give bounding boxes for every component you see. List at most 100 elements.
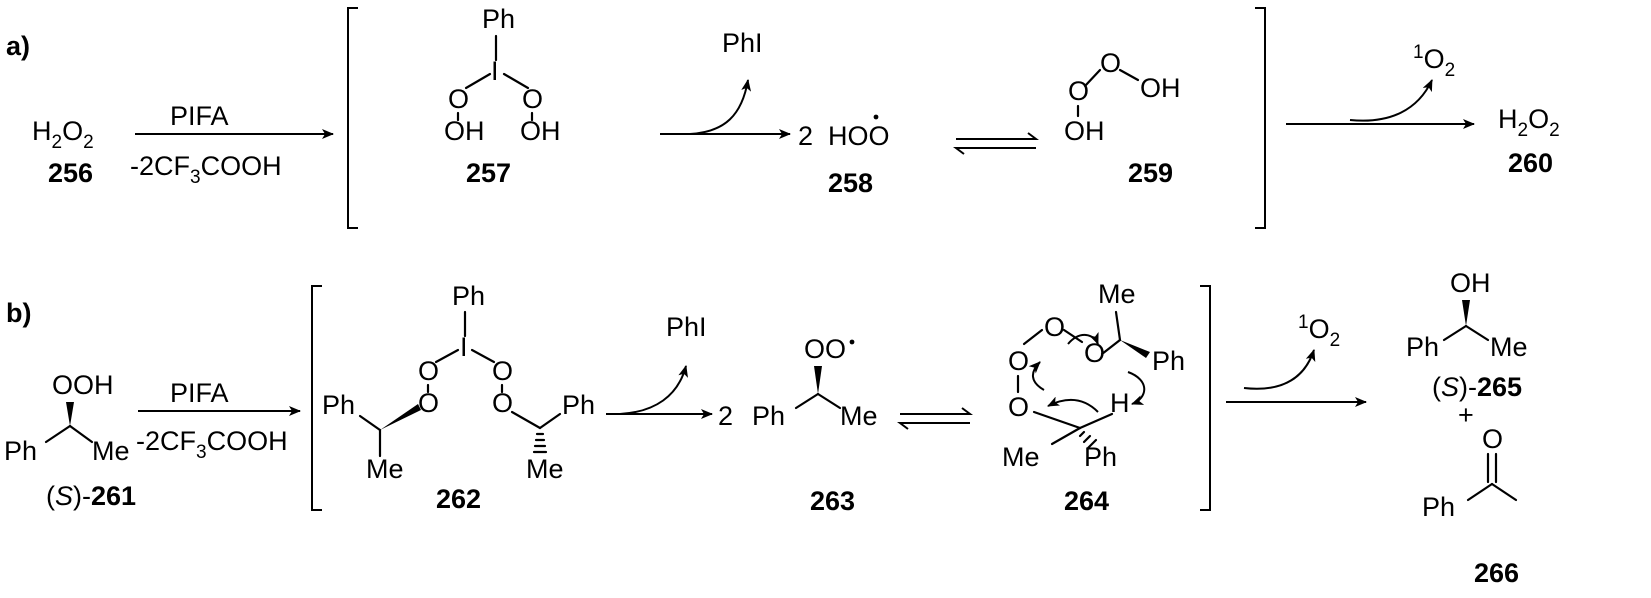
product-265: OH Ph Me (S)-265 <box>1406 268 1528 402</box>
oxygen-label: O <box>1100 48 1121 78</box>
compound-number-264: 264 <box>1064 486 1109 516</box>
phenyl-label: Ph <box>1406 332 1439 362</box>
equilibrium-arrows-a <box>953 132 1039 155</box>
methyl-label: Me <box>526 454 564 484</box>
phenyl-label: Ph <box>482 4 515 34</box>
compound-number-256: 256 <box>48 158 93 188</box>
byproduct-phi-b: PhI <box>666 312 707 342</box>
wedge-bond <box>814 366 822 394</box>
methyl-label: Me <box>1490 332 1528 362</box>
oxygen-label: O <box>492 356 513 386</box>
singlet-oxygen-a: 1O2 <box>1413 42 1455 81</box>
methyl-label: Me <box>1098 279 1136 309</box>
carbonyl-oxygen-label: O <box>1482 424 1503 454</box>
phenyl-label: Ph <box>562 390 595 420</box>
panel-a: a) H2O2 256 PIFA -2CF3COOH Ph I O O OH O… <box>6 4 1560 229</box>
oxygen-label: O <box>492 388 513 418</box>
reagent-pifa-b: PIFA <box>170 378 229 408</box>
intermediate-257: Ph I O O OH OH 257 <box>444 4 561 188</box>
arrow-singlet-oxygen-a: 1O2 <box>1286 42 1475 129</box>
phenyl-label: Ph <box>1084 442 1117 472</box>
curved-release-arrow <box>619 365 688 415</box>
hashed-bond <box>532 432 548 454</box>
compound-number-260: 260 <box>1508 148 1553 178</box>
hydroxyl-label: OH <box>520 116 561 146</box>
curved-release-arrow <box>689 79 752 135</box>
phenyl-label: Ph <box>322 390 355 420</box>
hydroxyl-label: OH <box>444 116 485 146</box>
hydrogen-label: H <box>1110 388 1130 418</box>
wedge-bond <box>380 404 421 430</box>
intermediate-263: 2 OO Ph Me 263 <box>718 334 878 516</box>
coefficient: 2 <box>798 121 813 151</box>
hydroperoxy-label: OOH <box>52 370 114 400</box>
compound-number-265: (S)-265 <box>1432 372 1522 402</box>
compound-number-258: 258 <box>828 168 873 198</box>
methyl-label: Me <box>92 436 130 466</box>
intermediate-264: Me Ph O O O O H Me Ph <box>1002 279 1185 516</box>
oxygen-label: O <box>418 356 439 386</box>
reactant-256-formula: H2O2 <box>32 116 94 153</box>
phenyl-label: Ph <box>752 401 785 431</box>
product-260-formula: H2O2 <box>1498 104 1560 141</box>
methyl-label: Me <box>840 401 878 431</box>
electron-arrow <box>1047 396 1099 413</box>
plus-sign: + <box>1458 400 1474 430</box>
compound-number-261: (S)-261 <box>46 481 136 511</box>
bracket-left-b <box>311 285 322 511</box>
phenyl-label: Ph <box>4 436 37 466</box>
phenyl-label: Ph <box>452 281 485 311</box>
compound-number-262: 262 <box>436 484 481 514</box>
compound-number-263: 263 <box>810 486 855 516</box>
hydroxyl-label: OH <box>1064 116 1105 146</box>
arrow-phi-release-a: PhI <box>660 28 791 139</box>
compound-number-259: 259 <box>1128 158 1173 188</box>
product-266: O Ph 266 <box>1422 424 1519 588</box>
electron-arrow <box>1028 361 1045 391</box>
compound-number-266: 266 <box>1474 558 1519 588</box>
bracket-right-a <box>1255 7 1266 229</box>
radical-dot <box>873 114 879 120</box>
reactant-261: OOH Ph Me (S)-261 <box>4 370 136 511</box>
byproduct-phi-a: PhI <box>722 28 763 58</box>
singlet-oxygen-b: 1O2 <box>1298 312 1340 351</box>
hydroxyl-label: OH <box>1450 268 1491 298</box>
methyl-label: Me <box>366 454 404 484</box>
oxygen-label: O <box>1008 392 1029 422</box>
oxygen-label: O <box>1068 76 1089 106</box>
compound-number-257: 257 <box>466 158 511 188</box>
intermediate-262: Ph I O O O O Ph Me <box>322 281 595 514</box>
electron-arrow <box>1067 331 1099 345</box>
methyl-label: Me <box>1002 442 1040 472</box>
coefficient: 2 <box>718 401 733 431</box>
intermediate-259: O O OH OH 259 <box>1064 48 1181 188</box>
radical-dot <box>849 339 855 345</box>
curved-release-arrow <box>1349 79 1433 122</box>
conditions-a: -2CF3COOH <box>130 151 282 188</box>
oxygen-label: O <box>522 84 543 114</box>
hashed-bond <box>1078 430 1098 450</box>
equilibrium-arrows-b <box>897 407 973 430</box>
hydroxyl-label: OH <box>1140 73 1181 103</box>
hydroperoxyl-radical: HOO <box>828 121 890 151</box>
electron-arrow <box>1127 371 1146 405</box>
panel-b-label: b) <box>6 298 31 328</box>
peroxyl-label: OO <box>804 334 846 364</box>
curved-release-arrow <box>1243 349 1316 390</box>
panel-b: b) OOH Ph Me (S)-261 PIFA -2CF3COOH Ph I… <box>4 268 1528 588</box>
arrow-pifa-b: PIFA -2CF3COOH <box>136 378 301 463</box>
bracket-left-a <box>347 7 358 229</box>
product-260: H2O2 260 <box>1498 104 1560 178</box>
reagent-pifa-a: PIFA <box>170 101 229 131</box>
wedge-bond <box>1120 340 1150 358</box>
arrow-phi-release-b: PhI <box>606 312 713 419</box>
oxygen-label: O <box>1084 338 1105 368</box>
iodine-label: I <box>460 332 468 362</box>
panel-a-label: a) <box>6 31 30 61</box>
oxygen-label: O <box>1008 346 1029 376</box>
intermediate-258: 2 HOO 258 <box>798 114 890 198</box>
reactant-256: H2O2 256 <box>32 116 94 188</box>
arrow-pifa-a: PIFA -2CF3COOH <box>130 101 334 188</box>
oxygen-label: O <box>448 84 469 114</box>
